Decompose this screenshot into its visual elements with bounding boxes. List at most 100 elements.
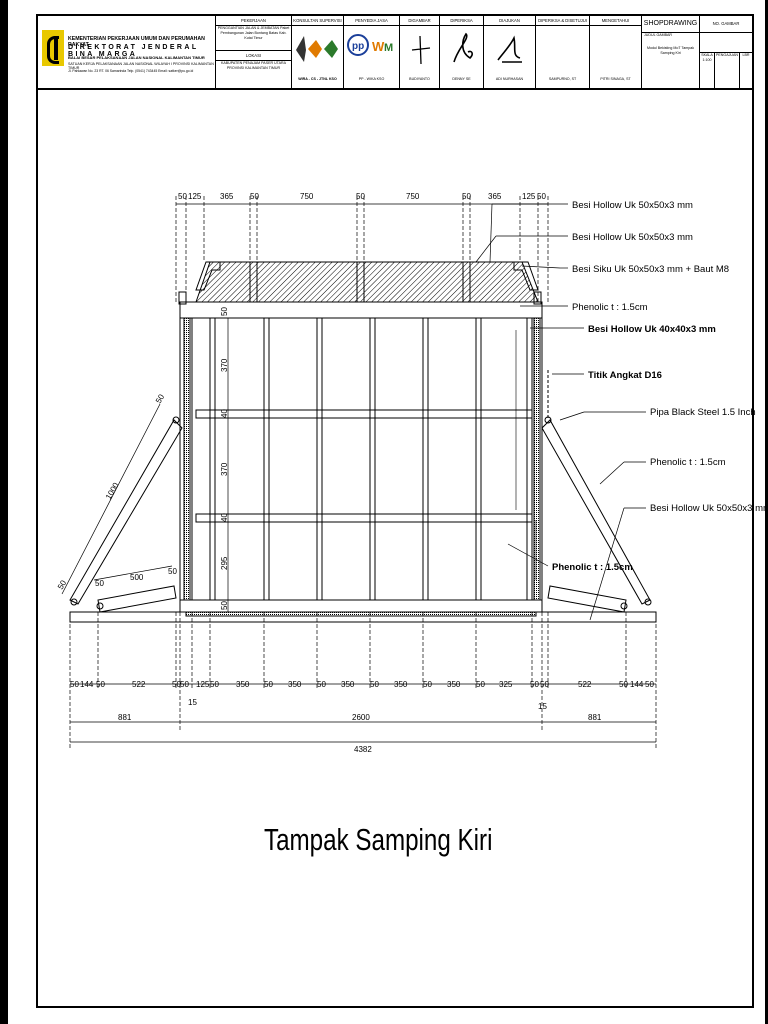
dim-b-0: 50	[70, 680, 79, 689]
mengetahui-name: PITRI SINAGA, ST	[600, 77, 631, 81]
dim-b-14: 350	[394, 680, 408, 689]
dim-top-1: 125	[188, 192, 202, 201]
dim-15-right: 15	[538, 702, 547, 711]
dim-15-left: 15	[188, 698, 197, 707]
pengajuan-header: PENGAJUAN	[716, 53, 738, 57]
dim-top-3: 50	[250, 192, 259, 201]
penyedia-logos-icon: pp W M	[347, 34, 393, 56]
bottom-dimension-labels: 50 144 50 522 50 50 125 50 350 50 350 50…	[70, 680, 654, 754]
diajukan-name: ADI NURHASAN	[495, 77, 524, 81]
dim-brace-long: 1000	[104, 481, 121, 501]
disetujui-cell: DIPERIKSA & DISETUJUI SAMPURNO, ST	[536, 16, 590, 88]
dimension-lines	[61, 196, 657, 750]
sheet-edge-right	[765, 0, 768, 1024]
konsultan-logos-icon	[296, 36, 338, 62]
dim-b-13: 50	[370, 680, 379, 689]
vertical-studs	[209, 317, 533, 601]
agency-line2: DIREKTORAT JENDERAL BINA MARGA	[68, 44, 199, 58]
dim-v-3: 370	[220, 462, 229, 476]
dim-v-0: 50	[220, 307, 229, 316]
lokasi-header: LOKASI	[216, 50, 291, 61]
dim-v-1: 370	[220, 358, 229, 372]
no-gambar-header: NO. GAMBAR	[700, 16, 752, 33]
digambar-header: DIGAMBAR	[400, 16, 439, 26]
dim-brace-low: 50	[56, 578, 69, 591]
dim-v-5: 295	[220, 556, 229, 570]
dim-b-11: 50	[317, 680, 326, 689]
dim-b-3: 522	[132, 680, 146, 689]
dim-top-6: 750	[406, 192, 420, 201]
label-titik-angkat: Titik Angkat D16	[588, 370, 662, 381]
label-hollow-2: Besi Hollow Uk 50x50x3 mm	[572, 232, 693, 243]
judul-gambar-text: Modul Bekisting MoT Tampak Samping Kiri	[646, 46, 694, 55]
top-hatched-panel	[195, 261, 539, 303]
dim-b-20: 50	[540, 680, 549, 689]
agency-cell: KEMENTERIAN PEKERJAAN UMUM DAN PERUMAHAN…	[38, 16, 216, 88]
title-block: KEMENTERIAN PEKERJAAN UMUM DAN PERUMAHAN…	[38, 16, 752, 90]
skala-header: SKALA	[701, 53, 713, 57]
diperiksa-cell: DIPERIKSA DENNY SE	[440, 16, 484, 88]
dim-b-21: 522	[578, 680, 592, 689]
dim-right-total: 881	[588, 713, 602, 722]
dim-b-6: 125	[196, 680, 210, 689]
label-phenolic-side: Phenolic t : 1.5cm	[650, 457, 726, 468]
dim-grand-total: 4382	[354, 745, 372, 754]
dim-b-7: 50	[210, 680, 219, 689]
dim-b-15: 50	[423, 680, 432, 689]
diperiksa-name: DENNY SE	[452, 77, 471, 81]
lbr-header: LBR	[742, 53, 750, 57]
dim-top-10: 50	[537, 192, 546, 201]
disetujui-header: DIPERIKSA & DISETUJUI	[536, 16, 589, 26]
label-hollow-1: Besi Hollow Uk 50x50x3 mm	[572, 200, 693, 211]
dim-v-6: 50	[220, 601, 229, 610]
formwork-frame	[69, 261, 657, 623]
label-phenolic-top: Phenolic t : 1.5cm	[572, 302, 648, 313]
dim-short-500: 500	[130, 573, 144, 582]
signature-digambar-icon	[411, 35, 431, 65]
dim-b-17: 50	[476, 680, 485, 689]
dim-top-0: 50	[178, 192, 187, 201]
dim-b-24: 50	[645, 680, 654, 689]
skala-value: 1:100	[702, 58, 712, 62]
callout-labels: Besi Hollow Uk 50x50x3 mm Besi Hollow Uk…	[552, 200, 768, 573]
dim-b-16: 350	[447, 680, 461, 689]
dim-top-8: 365	[488, 192, 502, 201]
mid-beam-1	[195, 409, 533, 419]
dim-left-total: 881	[118, 713, 132, 722]
diajukan-header: DIAJUKAN	[484, 16, 535, 26]
bottom-phenolic	[185, 611, 537, 617]
konsultan-cell: KONSULTAN SUPERVISI WIRA - CS - JTNL KSO	[292, 16, 344, 88]
diperiksa-header: DIPERIKSA	[440, 16, 483, 26]
penyedia-header: PENYEDIA JASA	[344, 16, 399, 26]
label-hollow-3: Besi Hollow Uk 50x50x3 mm	[650, 503, 768, 514]
dim-brace-top: 50	[154, 392, 167, 405]
konsultan-name: WIRA - CS - JTNL KSO	[298, 77, 337, 81]
top-dimension-labels: 50 125 365 50 750 50 750 50 365 125 50	[178, 192, 546, 201]
leader-lines	[475, 203, 646, 621]
digambar-cell: DIGAMBAR BUDIYANTO	[400, 16, 440, 88]
dim-b-8: 350	[236, 680, 250, 689]
svg-text:pp: pp	[352, 41, 364, 52]
mengetahui-cell: MENGETAHUI PITRI SINAGA, ST	[590, 16, 642, 88]
dim-v-4: 40	[220, 513, 229, 522]
brace-dimension-labels: 50 1000 50 50 500 50	[56, 392, 178, 591]
svg-text:W: W	[372, 39, 385, 54]
lift-point	[515, 330, 549, 580]
dim-b-10: 350	[288, 680, 302, 689]
pekerjaan-header: PEKERJAAN	[216, 16, 291, 26]
dim-b-2: 50	[96, 680, 105, 689]
disetujui-name: SAMPURNO, ST	[548, 77, 577, 81]
judul-gambar-label: JUDUL GAMBAR	[644, 33, 673, 37]
agency-line4: SATUAN KERJA PELAKSANAAN JALAN NASIONAL …	[68, 62, 214, 70]
right-phenolic	[533, 317, 541, 601]
vertical-dimension-labels: 50 370 40 370 40 295 50	[220, 307, 229, 610]
left-brace	[69, 416, 183, 613]
digambar-name: BUDIYANTO	[409, 77, 430, 81]
penyedia-name: PP - WIKA KSO	[358, 77, 385, 81]
mengetahui-header: MENGETAHUI	[590, 16, 641, 26]
label-hollow-40: Besi Hollow Uk 40x40x3 mm	[588, 324, 716, 335]
penyedia-cell: PENYEDIA JASA pp W M PP - WIKA KSO	[344, 16, 400, 88]
dim-mid-total: 2600	[352, 713, 370, 722]
shopdrawing-cell: SHOPDRAWING JUDUL GAMBAR Modul Bekisting…	[642, 16, 700, 88]
